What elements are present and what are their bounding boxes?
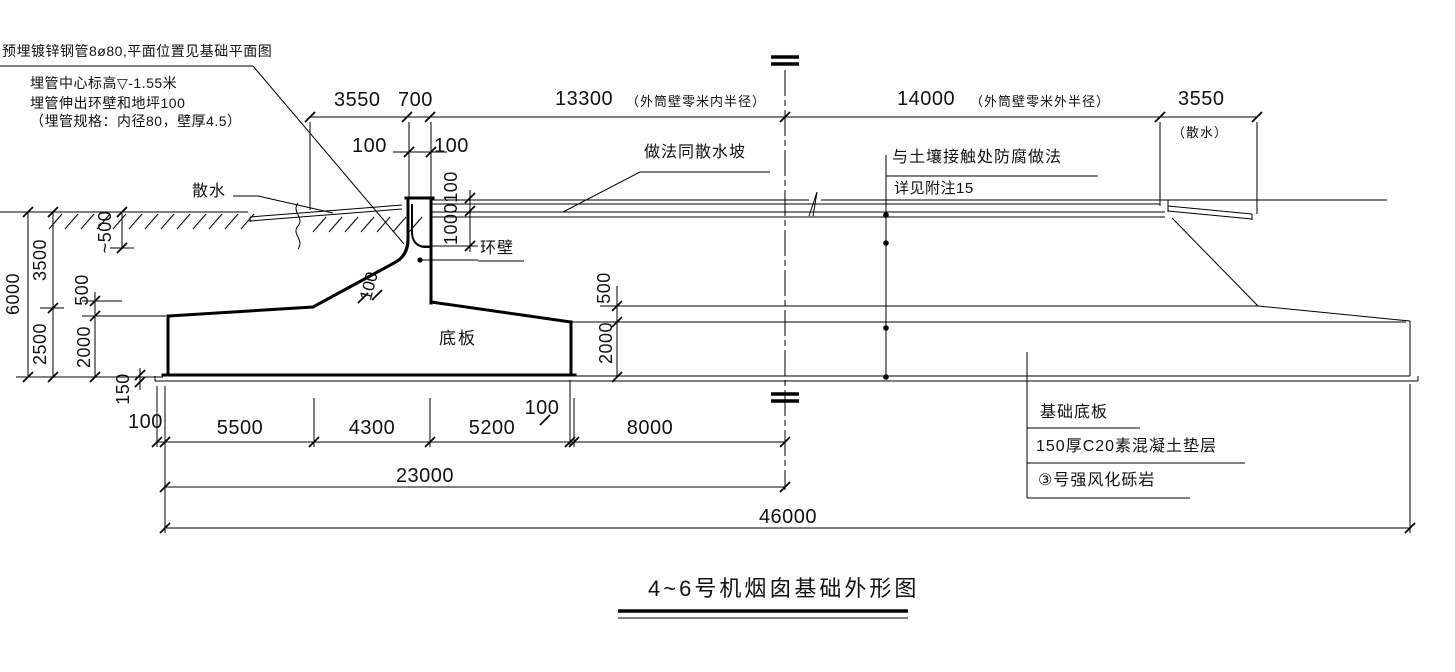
dim-left-6000: 6000 xyxy=(3,272,23,316)
bottom-slab-label: 底板 xyxy=(439,329,477,348)
match-line-symbol xyxy=(771,55,799,403)
soil-contact-note1: 与土壤接触处防腐做法 xyxy=(892,149,1063,166)
dim-bottom-4300: 4300 xyxy=(348,417,396,439)
dim-wall-100: 100 xyxy=(441,171,461,203)
dim-top-14000-note: （外筒壁零米外半径） xyxy=(970,94,1111,109)
dim-pipe-100-left: 100 xyxy=(352,135,387,157)
dim-left-2500: 2500 xyxy=(30,322,50,366)
foundation-profile xyxy=(161,196,577,377)
ring-wall-label: 环壁 xyxy=(480,240,515,257)
leader-lines xyxy=(0,65,1245,499)
legend-weathered-rock: ③号强风化砾岩 xyxy=(1038,472,1156,489)
legend-concrete-bedding: 150厚C20素混凝土垫层 xyxy=(1036,438,1218,455)
dim-bottom-8000: 8000 xyxy=(626,417,674,439)
dim-left-150: 150 xyxy=(113,373,133,405)
dim-top-3550-right: 3550 xyxy=(1178,88,1225,110)
ground-and-extension-lines xyxy=(0,191,1419,382)
dim-wall-1000: 1000 xyxy=(441,202,461,246)
dim-top-3550-right-note: （散水） xyxy=(1172,125,1229,140)
pipe-note-line4: （埋管规格：内径80，壁厚4.5） xyxy=(30,113,242,129)
soil-contact-note2: 详见附注15 xyxy=(894,180,974,197)
dim-left-3500: 3500 xyxy=(30,238,50,282)
dim-left-approx500: ~500 xyxy=(95,210,115,254)
dimension-lines xyxy=(16,116,1411,533)
dim-top-13300: 13300 xyxy=(555,88,614,110)
embedded-pipe xyxy=(411,204,431,248)
legend-base-slab: 基础底板 xyxy=(1040,404,1109,421)
pipe-note-line3: 埋管伸出环壁和地坪100 xyxy=(30,95,186,111)
dim-bottom-5200: 5200 xyxy=(468,417,516,439)
drawing-title: 4~6号机烟囱基础外形图 xyxy=(648,576,920,601)
dim-top-3550-left: 3550 xyxy=(334,89,381,111)
dim-left-500: 500 xyxy=(72,274,92,306)
apron-slope-note: 做法同散水坡 xyxy=(644,144,747,161)
leader-dots xyxy=(417,212,889,380)
dim-bottom-5500: 5500 xyxy=(216,417,264,439)
pipe-note-line2: 埋管中心标高▽-1.55米 xyxy=(30,75,178,91)
dim-bottom-46000: 46000 xyxy=(758,506,818,528)
dimension-ticks xyxy=(22,111,1416,534)
dim-top-14000: 14000 xyxy=(897,88,956,110)
dim-pipe-100-right: 100 xyxy=(434,135,469,157)
dim-mid-500: 500 xyxy=(594,272,614,304)
dim-mid-2000: 2000 xyxy=(596,321,616,365)
dim-left-2000: 2000 xyxy=(74,325,94,369)
dim-bottom-23000: 23000 xyxy=(395,465,455,487)
dim-bottom-100-right: 100 xyxy=(524,397,560,419)
dim-top-13300-note: （外筒壁零米内半径） xyxy=(626,94,767,109)
dim-top-700: 700 xyxy=(398,89,433,111)
apron-label: 散水 xyxy=(192,183,227,200)
dim-bottom-100-left: 100 xyxy=(128,411,163,433)
pipe-note-line1: 预埋镀锌钢管8ø80,平面位置见基础平面图 xyxy=(2,43,273,59)
